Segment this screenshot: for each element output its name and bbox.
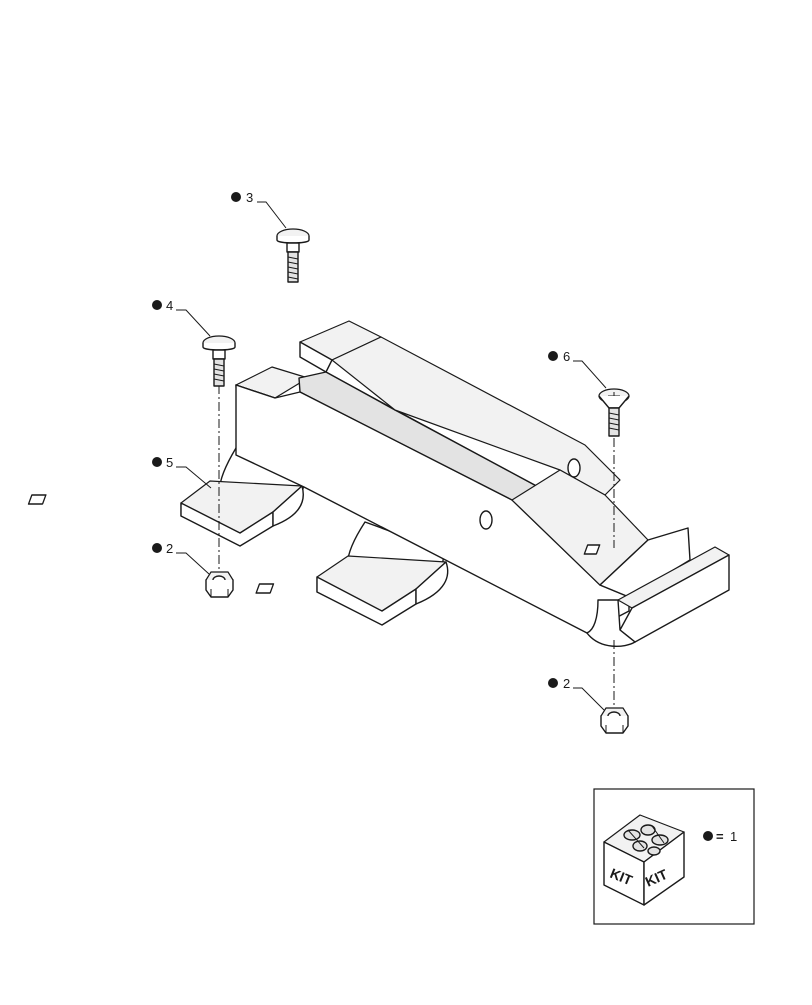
- kit-dot-icon: [152, 300, 162, 310]
- carriage-bolt-3: [276, 228, 310, 283]
- kit-number: 1: [730, 829, 737, 844]
- callout-2-left: 2: [152, 541, 210, 575]
- callout-2-right-number: 2: [563, 676, 570, 691]
- kit-dot-icon: [548, 678, 558, 688]
- kit-box-icon: KIT KIT: [603, 814, 685, 906]
- callout-2-right: 2: [548, 676, 605, 711]
- kit-dot-icon: [703, 831, 713, 841]
- callout-3-number: 3: [246, 190, 253, 205]
- kit-box-label-left: KIT: [608, 865, 635, 888]
- mounting-foot-center: [255, 521, 449, 626]
- carriage-bolt-4: [202, 335, 236, 387]
- callout-6: 6: [548, 349, 607, 389]
- callout-5: 5: [152, 455, 212, 489]
- callout-4: 4: [152, 298, 211, 337]
- kit-dot-icon: [152, 457, 162, 467]
- kit-dot-icon: [548, 351, 558, 361]
- kit-dot-icon: [231, 192, 241, 202]
- callout-2-left-number: 2: [166, 541, 173, 556]
- side-hole-upper: [567, 458, 581, 478]
- callout-3: 3: [231, 190, 287, 229]
- kit-equals-sign: =: [716, 829, 724, 844]
- countersunk-screw-6: [598, 388, 630, 437]
- callout-5-number: 5: [166, 455, 173, 470]
- mounting-foot-left: [27, 447, 305, 547]
- callout-6-number: 6: [563, 349, 570, 364]
- kit-legend: KIT KIT = 1: [593, 788, 755, 925]
- side-hole-lower: [479, 510, 493, 530]
- bracket-body: [27, 320, 730, 647]
- callout-4-number: 4: [166, 298, 173, 313]
- flange-nut-2-left: [205, 571, 234, 598]
- kit-dot-icon: [152, 543, 162, 553]
- flange-nut-2-right: [600, 707, 629, 734]
